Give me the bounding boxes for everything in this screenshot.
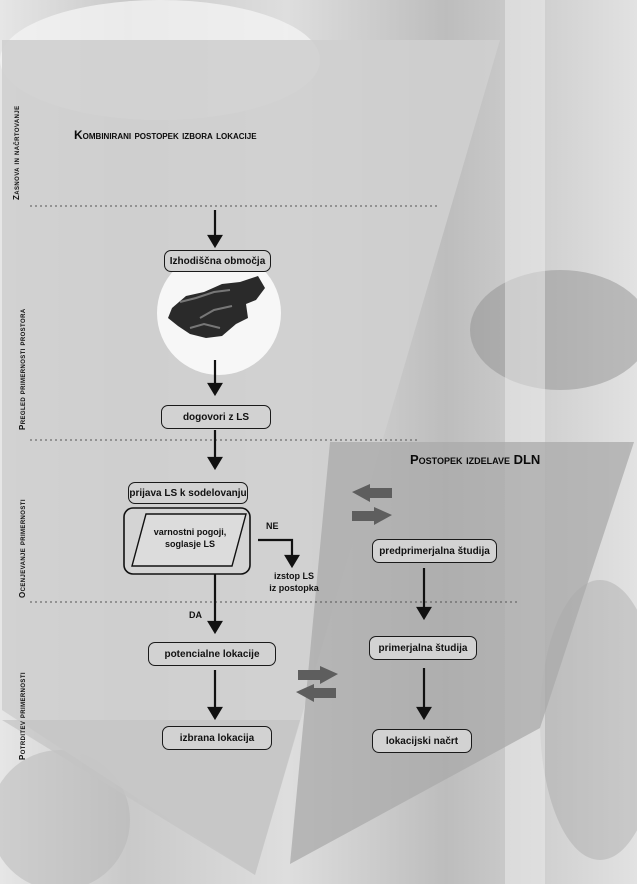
arrow-dogovori-prijava-head [207, 456, 223, 471]
varnostni-label: varnostni pogoji, soglasje LS [140, 526, 240, 550]
dln-title: Postopek izdelave DLN [410, 452, 541, 467]
varnostni-line1: varnostni pogoji, [153, 527, 227, 537]
main-title: Kombinirani postopek izbora lokacije [74, 128, 257, 142]
izstop-line1: izstop LS [274, 571, 314, 581]
phase-label-potrditev: Potrditev primernosti [18, 672, 27, 760]
grey-arrow-right-lower [298, 666, 338, 684]
varnostni-line2: soglasje LS [164, 539, 216, 549]
arrow-ne-branch [258, 538, 294, 560]
main-funnel [2, 40, 500, 875]
izhodiscna-obmocja-box: Izhodiščna območja [164, 250, 271, 272]
map-detail [179, 289, 233, 329]
arrow-start-head [207, 234, 223, 249]
bg-blob-bottom-left [0, 750, 130, 884]
da-label: DA [189, 610, 202, 620]
phase-label-pregled: Pregled primernosti prostora [18, 308, 27, 430]
arrow-ne-branch-head [284, 554, 300, 569]
potencialne-lokacije-box: potencialne lokacije [148, 642, 276, 666]
predprimerjalna-studija-box: predprimerjalna študija [372, 539, 497, 563]
dogovori-box: dogovori z LS [161, 405, 271, 429]
izstop-line2: iz postopka [269, 583, 319, 593]
phase-label-ocenjevanje: Ocenjevanje primernosti [18, 499, 27, 598]
varnostni-parallelogram [131, 513, 247, 567]
lower-panel [2, 720, 300, 875]
primerjalna-studija-box: primerjalna študija [369, 636, 477, 660]
ne-label: NE [266, 521, 279, 531]
arrow-pred-prim-head [416, 606, 432, 621]
izbrana-lokacija-box: izbrana lokacija [162, 726, 272, 750]
bg-blob-right [470, 270, 637, 390]
slovenia-map-icon [168, 276, 265, 338]
grey-arrow-right [352, 507, 392, 525]
lokacijski-nacrt-box: lokacijski načrt [372, 729, 472, 753]
arrow-prim-lok-head [416, 706, 432, 721]
prijava-box: prijava LS k sodelovanju [128, 482, 248, 504]
arrow-potencialne-izbrana-head [207, 706, 223, 721]
phase-label-zasnova: Zasnova in načrtovanje [12, 105, 21, 200]
grey-arrow-left-lower [296, 684, 336, 702]
izstop-label: izstop LS iz postopka [262, 570, 326, 594]
arrow-varnostni-potencialne-head [207, 620, 223, 635]
grey-arrow-left [352, 484, 392, 502]
arrow-map-dogovori-head [207, 382, 223, 397]
